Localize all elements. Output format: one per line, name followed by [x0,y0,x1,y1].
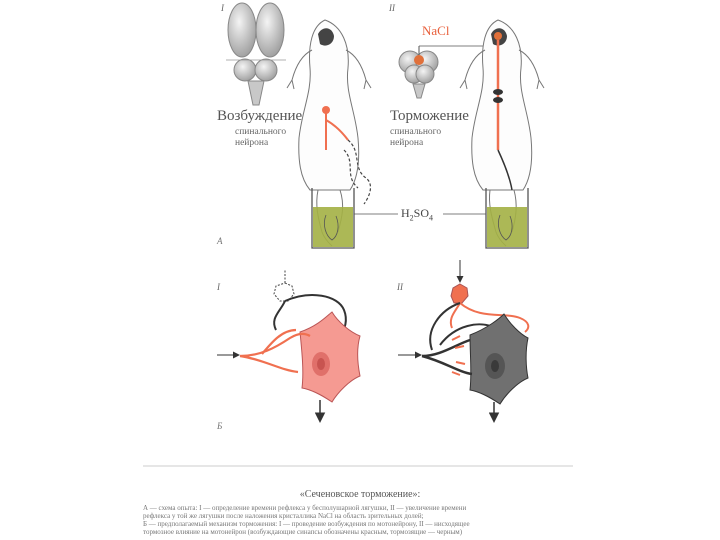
panel-b-label-2: II [397,282,403,292]
caption-line-4: тормозное влияние на мотонейрон (возбужд… [143,528,573,536]
caption-title: «Сеченовское торможение»: [0,489,720,500]
neuron-diagram-excitation [217,270,360,420]
excitation-title: Возбуждение [217,108,302,125]
inhibition-line1: спинального [390,127,441,138]
acid-label: H2SO4 [401,206,433,222]
panel-a-label-1: I [221,3,224,13]
excitation-line1: спинального [235,127,286,138]
acid-label-sub2: 4 [429,213,433,222]
acid-label-so: SO [414,206,429,220]
acid-beaker-2 [486,188,528,248]
caption-line-1: А — схема опыта: I — определение времени… [143,504,573,512]
panel-b-label-1: I [217,282,220,292]
brain-diagram-intact [226,3,286,105]
panel-a-letter: A [217,236,223,246]
neuron-diagram-inhibition [398,260,528,420]
excitation-line2: нейрона [235,138,268,149]
acid-label-h: H [401,206,410,220]
panel-b-letter: Б [217,421,222,431]
inhibition-title: Торможение [390,108,469,125]
caption-line-3: Б — предполагаемый механизм торможения: … [143,520,573,528]
inhibition-line2: нейрона [390,138,423,149]
panel-a-label-2: II [389,3,395,13]
caption-line-2: рефлекса у той же лягушки после наложени… [143,512,573,520]
acid-beaker-1 [312,188,354,248]
nacl-label: NaCl [422,23,449,39]
